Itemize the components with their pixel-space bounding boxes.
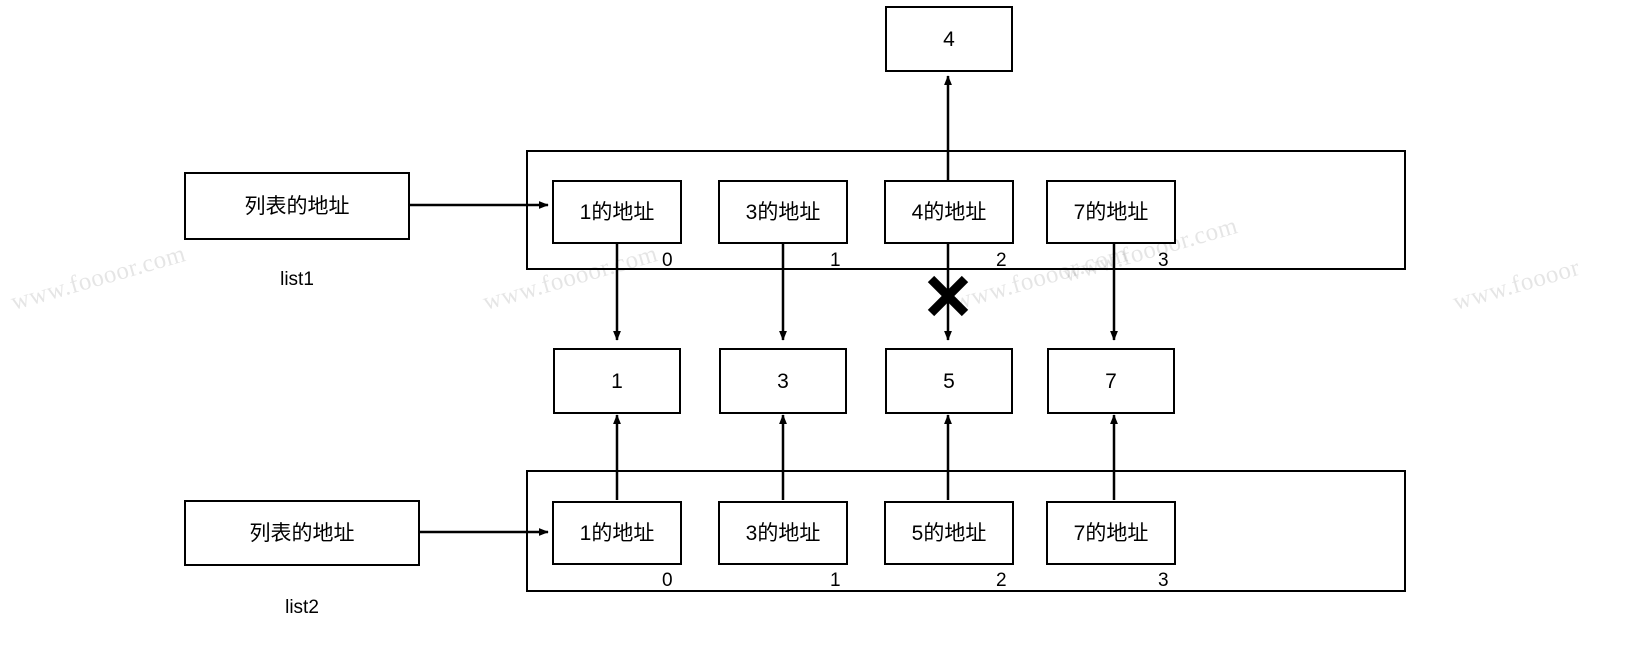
list2-cell-2-index: 2 xyxy=(996,570,1007,591)
list1-cell-2-index: 2 xyxy=(996,250,1007,271)
list1-cell-0-index: 0 xyxy=(662,250,673,271)
list1-cell-3-index: 3 xyxy=(1158,250,1169,271)
list2-cell-0-index: 0 xyxy=(662,570,673,591)
value-box-1: 3 xyxy=(719,348,847,414)
x-mark-icon xyxy=(927,275,969,317)
list2-cell-1: 3的地址 xyxy=(718,501,848,565)
list2-head-pointer-box: 列表的地址 xyxy=(184,500,420,566)
list2-cell-3: 7的地址 xyxy=(1046,501,1176,565)
list1-cell-1: 3的地址 xyxy=(718,180,848,244)
list1-cell-0: 1的地址 xyxy=(552,180,682,244)
value-box-2: 5 xyxy=(885,348,1013,414)
list2-cell-2: 5的地址 xyxy=(884,501,1014,565)
value-box-0: 1 xyxy=(553,348,681,414)
list2-cell-1-index: 1 xyxy=(830,570,841,591)
watermark: www.foooor.com xyxy=(8,240,189,316)
list2-cell-3-index: 3 xyxy=(1158,570,1169,591)
list1-name-label: list1 xyxy=(280,269,314,290)
list2-name-label: list2 xyxy=(285,597,319,618)
list1-container xyxy=(526,150,1406,270)
list1-cell-3: 7的地址 xyxy=(1046,180,1176,244)
detached-node-4: 4 xyxy=(885,6,1013,72)
list1-cell-1-index: 1 xyxy=(830,250,841,271)
list2-cell-0: 1的地址 xyxy=(552,501,682,565)
watermark: www.foooor xyxy=(1450,254,1583,316)
list1-cell-2: 4的地址 xyxy=(884,180,1014,244)
value-box-3: 7 xyxy=(1047,348,1175,414)
list1-head-pointer-box: 列表的地址 xyxy=(184,172,410,240)
